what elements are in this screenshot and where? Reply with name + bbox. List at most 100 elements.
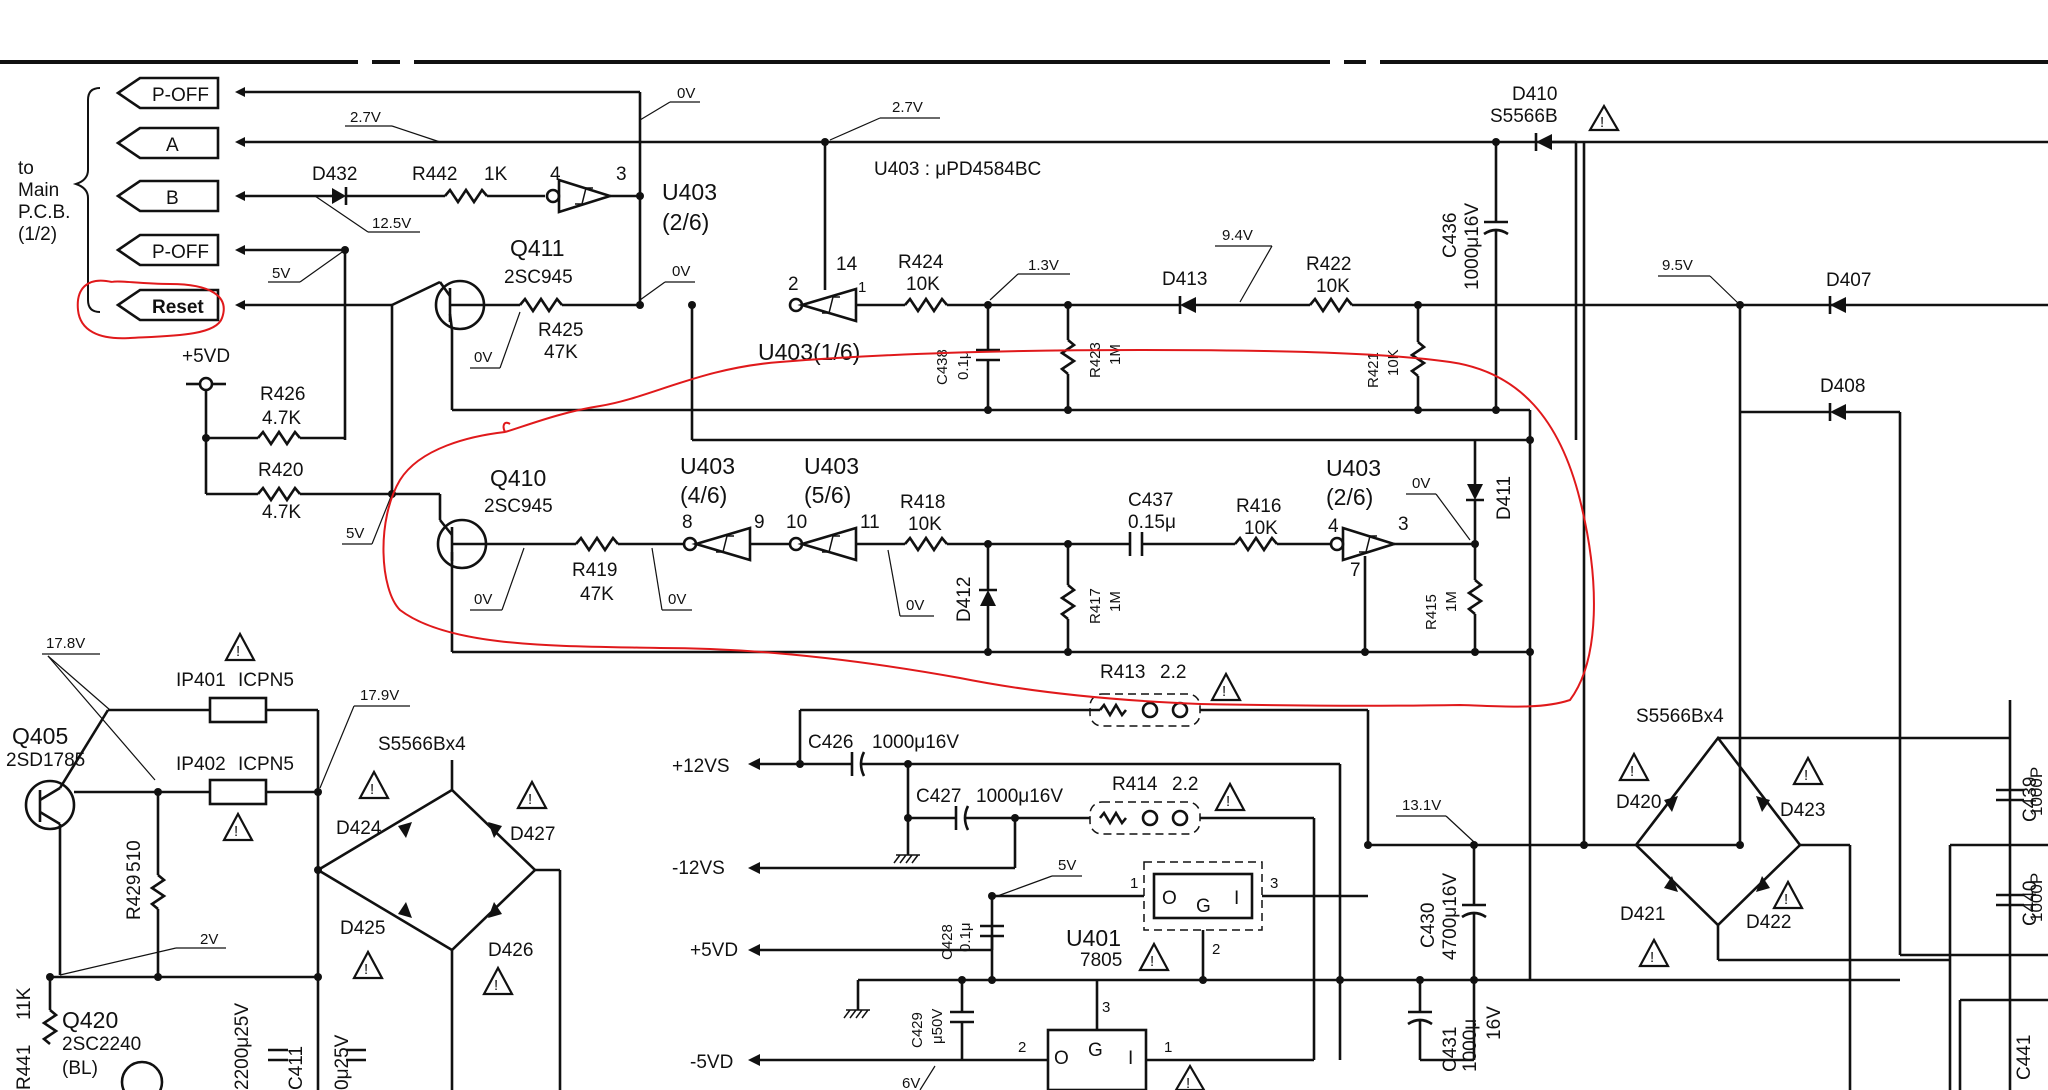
q405-transistor [24, 779, 76, 831]
d424-label: D424 [336, 818, 382, 839]
svg-text:!: ! [370, 781, 374, 798]
ip401-value: ICPN5 [238, 670, 294, 691]
d410-type: S5566B [1490, 106, 1558, 127]
r424-label: R424 [898, 252, 944, 273]
d426-label: D426 [488, 940, 533, 961]
connector-pin-b: B [166, 188, 179, 209]
ip402-value: ICPN5 [238, 754, 294, 775]
v0-q411: 0V [474, 349, 492, 366]
svg-text:!: ! [1784, 891, 1788, 908]
r426-resistor [257, 429, 301, 447]
r413-value: 2.2 [1160, 662, 1186, 683]
regulator-section: R413 2.2 ! C426 1000μ16V +12VS C427 1000… [672, 142, 1900, 1090]
svg-text:!: ! [528, 791, 532, 808]
r417-label: R417 [1087, 588, 1104, 624]
d407-diode [1830, 297, 1846, 313]
d410-label: D410 [1512, 84, 1557, 105]
d408-diode [1830, 404, 1846, 420]
r414-resistor [1098, 810, 1128, 826]
q410-type: 2SC945 [484, 496, 553, 517]
c438-value: 0.1μ [955, 351, 972, 381]
connector-title-3: P.C.B. [18, 202, 70, 223]
u401-type: 7805 [1080, 950, 1122, 971]
connector-title-4: (1/2) [18, 224, 57, 245]
d413-label: D413 [1162, 269, 1207, 290]
pin-2-label: 2 [788, 274, 799, 295]
u402-pin-o: O [1054, 1048, 1069, 1069]
svg-text:!: ! [234, 823, 238, 840]
u403-16-inverter [797, 287, 858, 323]
r422-value: 10K [1316, 276, 1350, 297]
vs12p-label: +12VS [672, 756, 730, 777]
svg-text:!: ! [236, 643, 240, 660]
u403-46-inverter [691, 526, 752, 562]
r429-value: 510 [124, 840, 145, 872]
c430-label: C430 [1418, 903, 1439, 948]
u403-ic-note: U403 : μPD4584BC [874, 159, 1041, 180]
u402-pin-i: I [1128, 1048, 1133, 1069]
q410-label: Q410 [490, 465, 546, 491]
connector-title-2: Main [18, 180, 59, 201]
r424-resistor [904, 296, 948, 314]
vd5b-label: +5VD [690, 940, 738, 961]
r421-label: R421 [1365, 352, 1382, 388]
u401-pin-i: I [1234, 888, 1239, 909]
c440-label: C440 [2020, 881, 2041, 926]
c428-value: 0.1μ [957, 923, 974, 953]
connector-pin-a: A [166, 135, 179, 156]
pin-3-label: 3 [616, 164, 627, 185]
vd5n-label: -5VD [690, 1052, 733, 1073]
r422-resistor [1309, 296, 1353, 314]
vs12n-label: -12VS [672, 858, 725, 879]
bridge2-label: S5566Bx4 [1636, 706, 1724, 727]
v27-mid: 2.7V [892, 99, 923, 116]
svg-text:!: ! [1804, 767, 1808, 784]
r418-label: R418 [900, 492, 945, 513]
u403-26-bottom-sub: (2/6) [1326, 484, 1373, 510]
v0-r419: 0V [668, 591, 686, 608]
d425-label: D425 [340, 918, 385, 939]
u401-label: U401 [1066, 925, 1121, 951]
connector-pin-poff-2: P-OFF [152, 242, 209, 263]
v0-u4: 0V [906, 597, 924, 614]
u403-16-label: U403(1/6) [758, 339, 860, 365]
v2: 2V [200, 931, 218, 948]
svg-text:!: ! [1226, 793, 1230, 810]
r423-resistor [1059, 339, 1077, 375]
c426-value: 1000μ16V [872, 732, 959, 753]
c439-label: C439 [2020, 777, 2041, 822]
svg-text:!: ! [1600, 114, 1604, 131]
pin-11-label: 11 [860, 512, 880, 533]
d420-diode [1664, 796, 1678, 812]
u401-pin-o: O [1162, 888, 1177, 909]
v179: 17.9V [360, 687, 399, 704]
c426-label: C426 [808, 732, 853, 753]
u403-56-sub: (5/6) [804, 482, 851, 508]
bias-network: +5VD R426 4.7K R420 4.7K [182, 305, 394, 523]
u401-regulator [1152, 872, 1254, 920]
svg-text:!: ! [1650, 949, 1654, 966]
c411-label: C411 [286, 1046, 307, 1090]
c431-value: 1000μ [1460, 1019, 1481, 1072]
ip402-fuse [208, 778, 268, 806]
svg-text:!: ! [494, 977, 498, 994]
r419-resistor [575, 535, 619, 553]
c411-value: 0μ25V [332, 1034, 353, 1090]
c437-value: 0.15μ [1128, 512, 1176, 533]
r425-label: R425 [538, 320, 583, 341]
d424-diode [398, 822, 412, 838]
c429-value: μ50V [929, 1009, 946, 1044]
v95: 9.5V [1662, 257, 1693, 274]
svg-text:!: ! [1186, 1075, 1190, 1090]
v0-top: 0V [677, 85, 695, 102]
pin-9-label: 9 [754, 512, 765, 533]
v131: 13.1V [1402, 797, 1441, 814]
c438-label: C438 [934, 349, 951, 385]
u401-pin1: 1 [1130, 875, 1138, 892]
u402-pin-g: G [1088, 1040, 1103, 1061]
r420-label: R420 [258, 460, 303, 481]
r425-value: 47K [544, 342, 578, 363]
c427-value: 1000μ16V [976, 786, 1063, 807]
c436-label: C436 [1440, 213, 1461, 258]
